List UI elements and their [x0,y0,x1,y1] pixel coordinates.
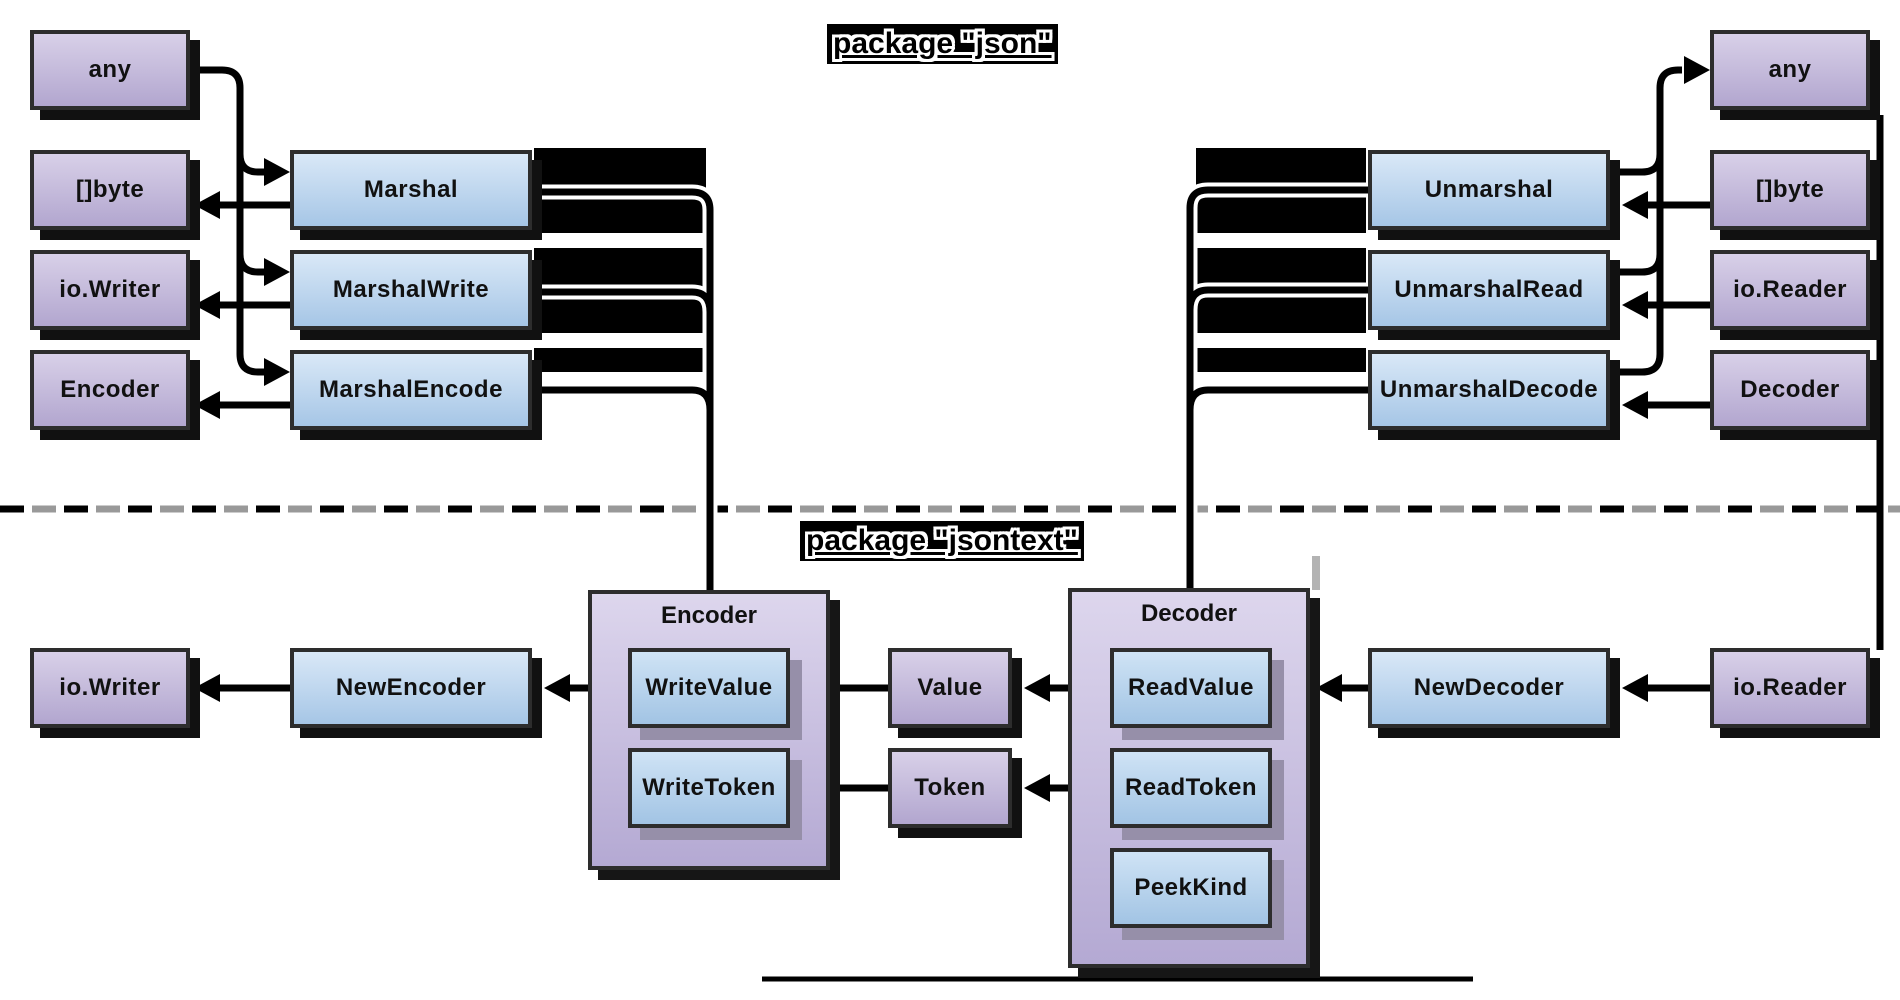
connector-lines [190,66,1884,792]
node-read-token: ReadToken [1110,748,1272,828]
node-new-decoder: NewDecoder [1368,648,1610,728]
node-marshal: Marshal [290,150,532,230]
node-read-value: ReadValue [1110,648,1272,728]
encoder-container-title: Encoder [660,602,758,629]
redacted-edge-label-blocks [534,148,1366,372]
node-bytes-left: []byte [30,150,190,230]
node-bytes-right: []byte [1710,150,1870,230]
node-io-reader-right: io.Reader [1710,250,1870,330]
node-token: Token [888,748,1012,828]
jsontext-package-title[interactable]: package "jsontext" [800,521,1084,561]
arrowheads [194,56,1710,802]
node-unmarshal-decode: UnmarshalDecode [1368,350,1610,430]
node-encoder-left: Encoder [30,350,190,430]
decoder-container-title: Decoder [1140,600,1238,627]
node-marshal-write: MarshalWrite [290,250,532,330]
node-any-left: any [30,30,190,110]
node-decoder-right: Decoder [1710,350,1870,430]
encoder-container [588,590,830,870]
gray-artifact-bar [1312,556,1320,590]
node-jsontext-io-writer: io.Writer [30,648,190,728]
json-package-title[interactable]: package "json" [827,24,1058,64]
node-jsontext-io-reader: io.Reader [1710,648,1870,728]
node-io-writer-left: io.Writer [30,250,190,330]
node-peek-kind: PeekKind [1110,848,1272,928]
node-value: Value [888,648,1012,728]
node-unmarshal-read: UnmarshalRead [1368,250,1610,330]
node-new-encoder: NewEncoder [290,648,532,728]
node-write-value: WriteValue [628,648,790,728]
node-any-right: any [1710,30,1870,110]
node-write-token: WriteToken [628,748,790,828]
node-unmarshal: Unmarshal [1368,150,1610,230]
node-marshal-encode: MarshalEncode [290,350,532,430]
